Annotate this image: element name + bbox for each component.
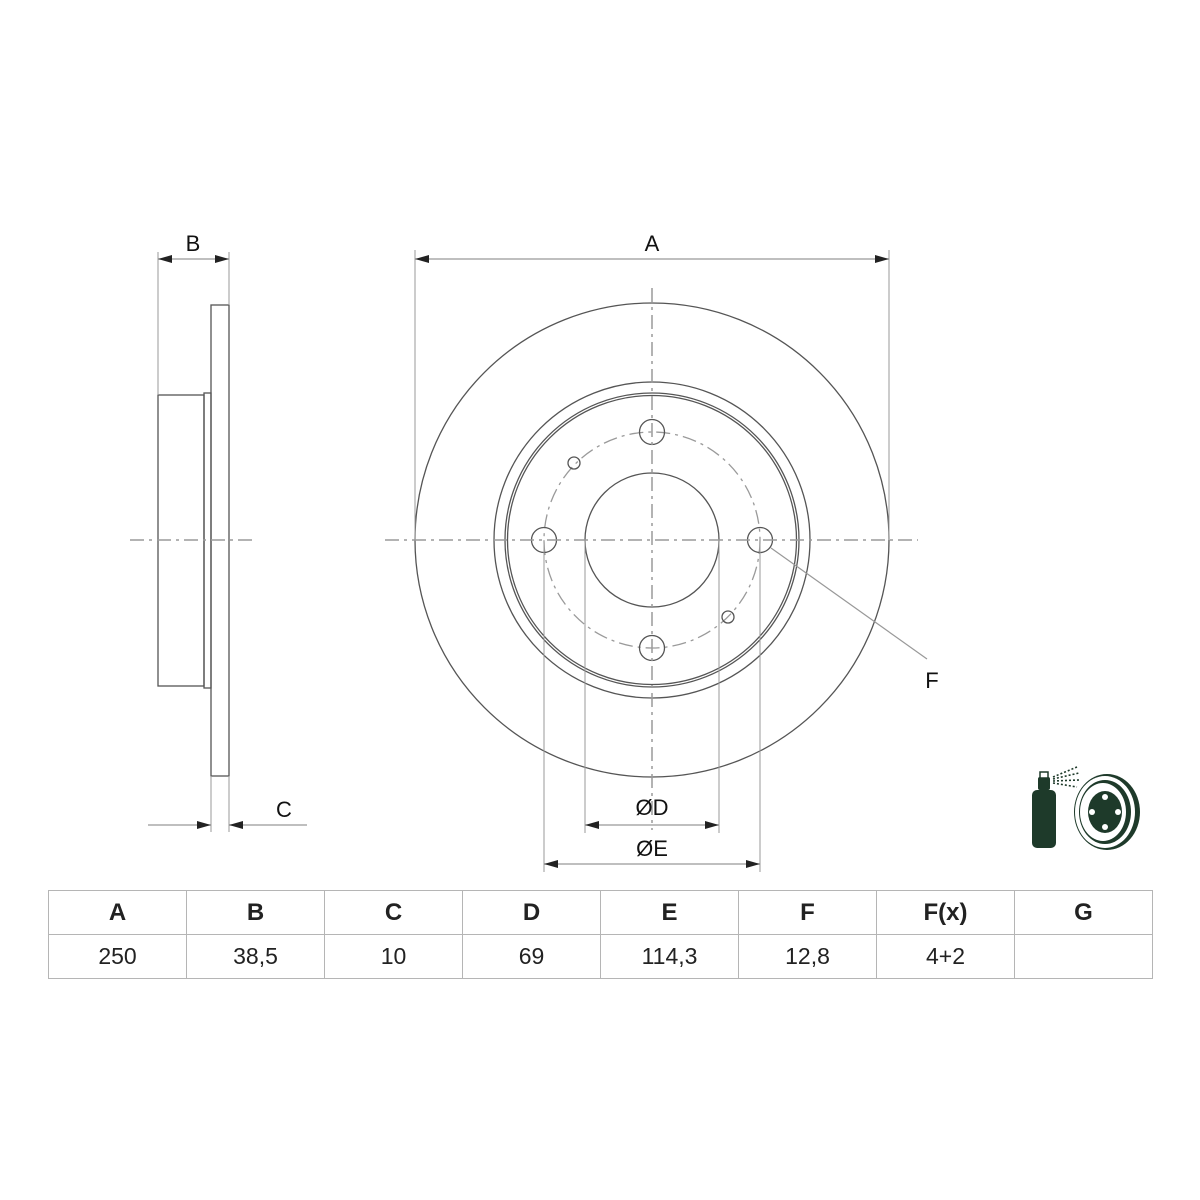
dimension-b: B bbox=[158, 231, 229, 263]
value-g bbox=[1014, 934, 1153, 979]
front-view bbox=[385, 288, 918, 830]
value-a: 250 bbox=[48, 934, 187, 979]
header-a: A bbox=[48, 890, 187, 935]
value-e: 114,3 bbox=[600, 934, 739, 979]
spec-header-row: A B C D E F F(x) G bbox=[48, 890, 1153, 935]
dimension-d: ØD bbox=[584, 540, 720, 833]
side-view bbox=[130, 252, 256, 832]
header-f: F bbox=[738, 890, 877, 935]
header-g: G bbox=[1014, 890, 1153, 935]
label-c: C bbox=[276, 797, 292, 822]
label-b: B bbox=[186, 231, 201, 256]
spray-coated-disc-icon bbox=[1032, 766, 1140, 850]
header-d: D bbox=[462, 890, 601, 935]
header-fx: F(x) bbox=[876, 890, 1015, 935]
dimension-f: F bbox=[770, 547, 939, 693]
spec-table: A B C D E F F(x) G 250 38,5 10 69 114,3 … bbox=[48, 890, 1153, 979]
value-f: 12,8 bbox=[738, 934, 877, 979]
label-a: A bbox=[645, 231, 660, 256]
header-b: B bbox=[186, 890, 325, 935]
label-d: ØD bbox=[636, 795, 669, 820]
dimension-c: C bbox=[148, 797, 307, 829]
value-c: 10 bbox=[324, 934, 463, 979]
value-fx: 4+2 bbox=[876, 934, 1015, 979]
dimension-e: ØE bbox=[543, 540, 761, 872]
label-f: F bbox=[925, 668, 938, 693]
label-e: ØE bbox=[636, 836, 668, 861]
dimension-a: A bbox=[414, 231, 890, 540]
spec-value-row: 250 38,5 10 69 114,3 12,8 4+2 bbox=[48, 934, 1153, 979]
value-b: 38,5 bbox=[186, 934, 325, 979]
header-e: E bbox=[600, 890, 739, 935]
header-c: C bbox=[324, 890, 463, 935]
value-d: 69 bbox=[462, 934, 601, 979]
